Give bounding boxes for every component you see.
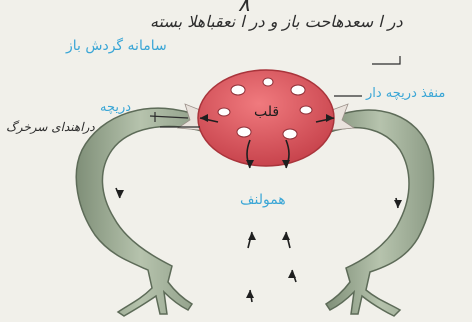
label-open-system: سامانه گردش باز (66, 38, 167, 54)
label-valve: دریچه (100, 100, 131, 115)
handwritten-left-note: دراهندای سرخرگ (6, 120, 95, 134)
label-hemolymph: همولنف (240, 192, 286, 208)
right-vessel (326, 110, 434, 316)
label-heart: قلب (254, 104, 279, 120)
left-vessel (76, 108, 205, 316)
handwritten-top-note: در ا سعدهاحت باز و در ا نعقباهلا بسته (150, 12, 403, 31)
label-ostium: منفذ دریچه دار (366, 86, 445, 101)
